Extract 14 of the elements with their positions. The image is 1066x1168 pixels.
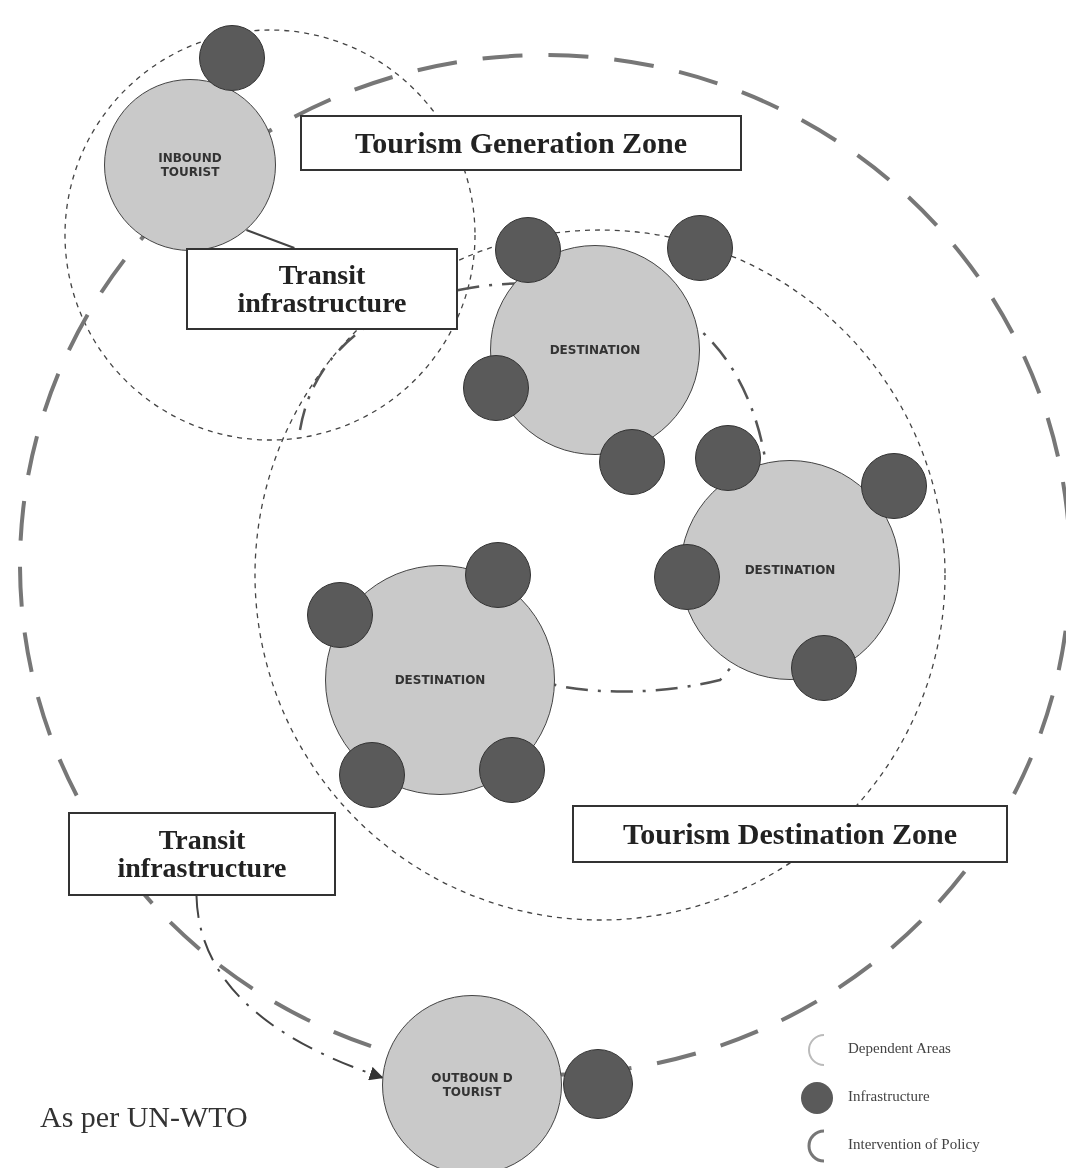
infrastructure-circle [695,425,761,491]
arrow [195,895,384,1080]
tourist-circle: INBOUND TOURIST [104,79,276,251]
tourist-circle: OUTBOUN D TOURIST [382,995,562,1168]
legend-label: Dependent Areas [848,1040,951,1057]
leader-line [245,229,296,249]
zone-label-box: Transit infrastructure [68,812,336,896]
zone-label-box: Tourism Destination Zone [572,805,1008,863]
source-note: As per UN-WTO [40,1100,248,1134]
zone-label-box: Transit infrastructure [186,248,458,330]
infrastructure-circle [339,742,405,808]
zone-label-box: Tourism Generation Zone [300,115,742,171]
legend-label: Intervention of Policy [848,1136,980,1153]
legend-label: Infrastructure [848,1088,930,1105]
